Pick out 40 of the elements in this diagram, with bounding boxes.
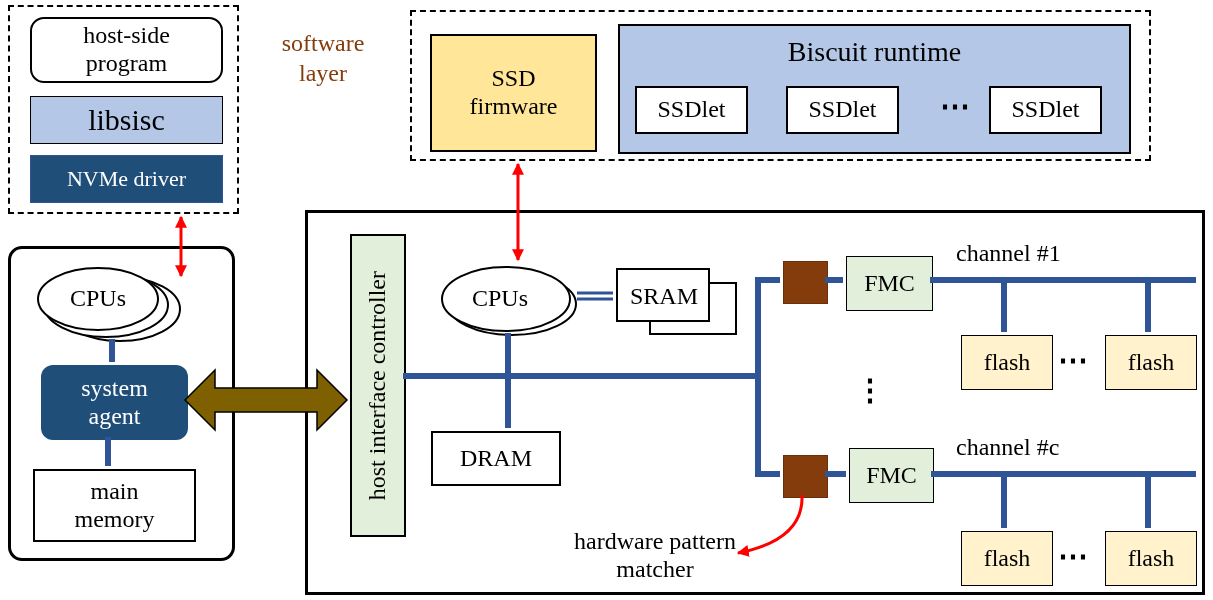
vertical-ellipsis: ⋮ <box>855 372 885 407</box>
flash-box: flash <box>1105 335 1197 390</box>
library-box: libsisc <box>30 96 223 144</box>
fmc-box: FMC <box>849 448 934 503</box>
flash-box: flash <box>1105 531 1197 586</box>
firmware-box: SSD firmware <box>430 34 597 152</box>
program-box: host-side program <box>30 17 223 83</box>
arrow <box>512 162 524 262</box>
bus-line <box>105 437 111 466</box>
channel-label: channel #1 <box>956 240 1061 267</box>
ssdlet-box: SSDlet <box>786 86 899 134</box>
controller-box: host interface controller <box>350 234 406 537</box>
ssd-box <box>305 210 1205 595</box>
software-group-box <box>410 10 1151 161</box>
matcher-square <box>783 261 828 304</box>
arrow <box>175 215 187 278</box>
matcher-square <box>783 455 828 498</box>
bus-line <box>825 471 846 477</box>
bus-line <box>109 339 115 362</box>
host-system-box <box>8 246 235 561</box>
bus-line <box>575 291 615 301</box>
ellipsis: ⋯ <box>1058 538 1088 573</box>
ellipsis: ⋯ <box>940 88 970 123</box>
ellipsis: ⋯ <box>1058 342 1088 377</box>
bidirectional-arrow <box>183 368 349 432</box>
memory-box: main memory <box>33 469 196 542</box>
fmc-box: FMC <box>846 256 933 311</box>
driver-box: NVMe driver <box>30 155 223 203</box>
matcher-label: hardware pattern matcher <box>555 523 755 589</box>
dram-box: DRAM <box>431 431 561 486</box>
system-agent-box: system agent <box>41 365 188 440</box>
flash-box: flash <box>961 531 1053 586</box>
bus-line <box>825 277 843 283</box>
channel-label: channel #c <box>956 434 1060 461</box>
ssdlet-box: SSDlet <box>989 86 1102 134</box>
flash-box: flash <box>961 335 1053 390</box>
arrow <box>736 494 804 557</box>
software-group-box <box>8 5 239 214</box>
ssdlet-box: SSDlet <box>635 86 748 134</box>
software-layer-label: software layer <box>280 29 366 88</box>
